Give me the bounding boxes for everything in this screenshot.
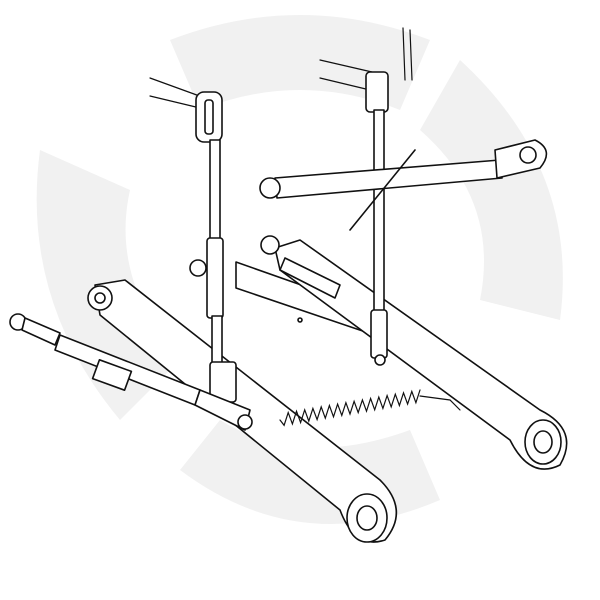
tractor-frame-lines xyxy=(149,27,413,109)
left-lift-rod xyxy=(189,91,237,403)
right-lift-rod xyxy=(365,71,389,366)
top-link xyxy=(259,139,548,231)
right-lower-link xyxy=(260,235,568,470)
left-stabilizer xyxy=(9,313,253,431)
right-stabilizer xyxy=(279,257,341,299)
spring xyxy=(279,389,461,427)
